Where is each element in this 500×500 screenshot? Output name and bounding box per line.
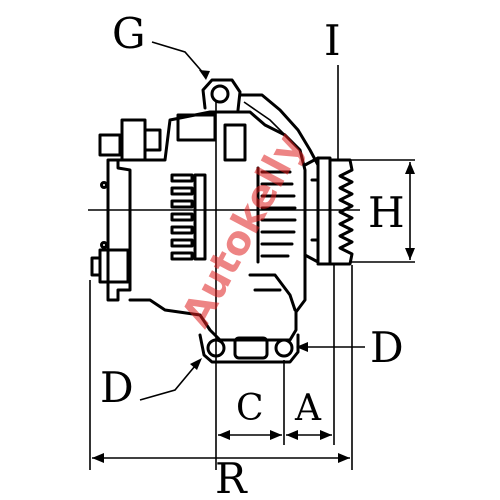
label-c: C: [236, 388, 264, 429]
label-d-left: D: [100, 363, 134, 412]
label-g: G: [112, 9, 146, 58]
dimension-lines: [89, 41, 415, 470]
alternator-drawing: [88, 78, 360, 364]
label-i: I: [324, 16, 341, 65]
label-r: R: [215, 454, 248, 500]
label-a: A: [294, 388, 322, 429]
label-h: H: [368, 188, 405, 237]
label-d-right: D: [370, 323, 404, 372]
